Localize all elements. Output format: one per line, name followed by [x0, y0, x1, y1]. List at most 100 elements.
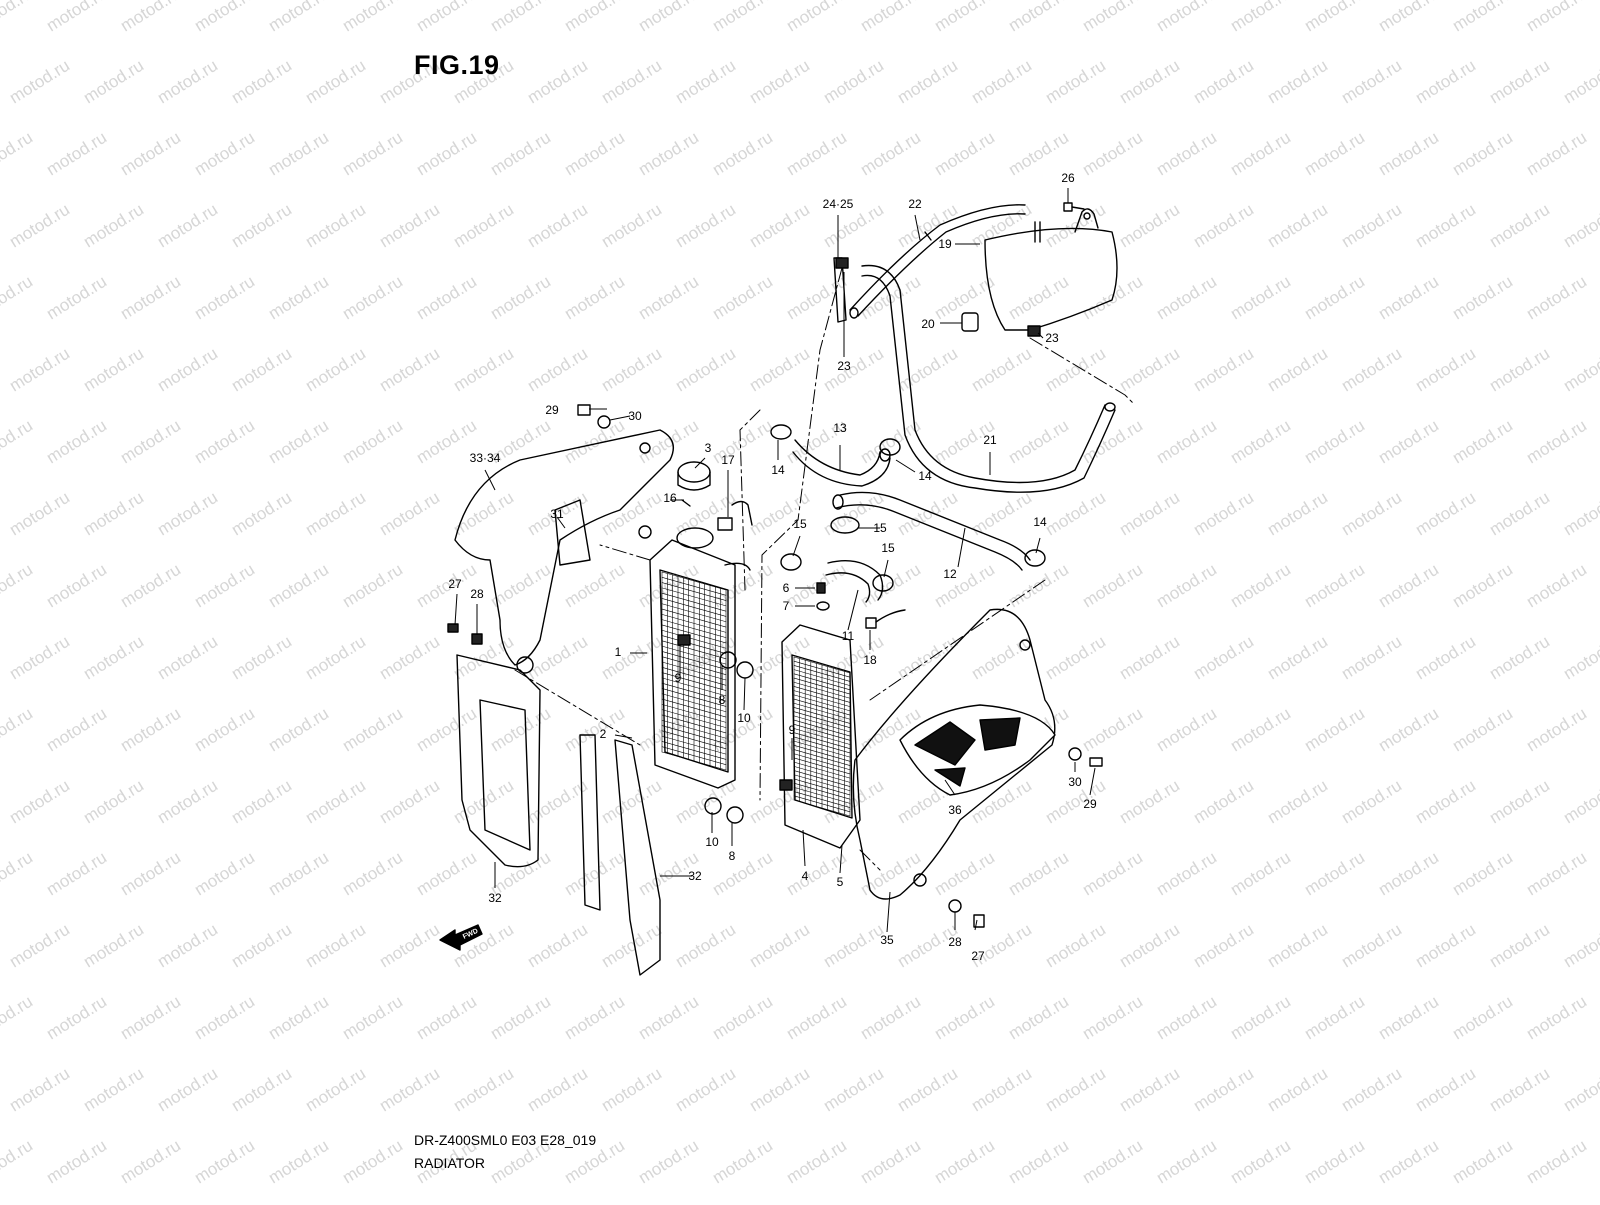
- watermark-text: motod.ru: [191, 992, 258, 1044]
- watermark-text: motod.ru: [191, 848, 258, 900]
- watermark-text: motod.ru: [1301, 416, 1368, 468]
- radiator-core-line: [793, 723, 851, 741]
- callout-c32b: 32: [688, 869, 702, 883]
- watermark-text: motod.ru: [894, 488, 961, 540]
- radiator-core-line: [661, 693, 727, 713]
- watermark-text: motod.ru: [228, 632, 295, 684]
- watermark-text: motod.ru: [376, 632, 443, 684]
- watermark-text: motod.ru: [1153, 272, 1220, 324]
- watermark-text: motod.ru: [1412, 632, 1479, 684]
- watermark-text: motod.ru: [154, 1064, 221, 1116]
- watermark-text: motod.ru: [43, 0, 110, 35]
- watermark-text: motod.ru: [339, 128, 406, 180]
- watermark-text: motod.ru: [43, 992, 110, 1044]
- radiator-core-line: [661, 598, 727, 617]
- watermark-text: motod.ru: [1079, 0, 1146, 35]
- watermark-text: motod.ru: [1116, 344, 1183, 396]
- watermark-text: motod.ru: [228, 488, 295, 540]
- watermark-text: motod.ru: [339, 1136, 406, 1188]
- watermark-text: motod.ru: [746, 1064, 813, 1116]
- watermark-text: motod.ru: [1116, 776, 1183, 828]
- watermark-text: motod.ru: [302, 344, 369, 396]
- watermark-text: motod.ru: [1116, 1064, 1183, 1116]
- watermark-text: motod.ru: [1301, 0, 1368, 35]
- radiator-core-line: [793, 673, 851, 691]
- clip-23-tank: [1027, 325, 1041, 337]
- radiator-core-line: [661, 741, 727, 760]
- watermark-text: motod.ru: [80, 488, 147, 540]
- radiator-core-line: [661, 592, 727, 612]
- watermark-text: motod.ru: [1338, 920, 1405, 972]
- watermark-text: motod.ru: [1375, 416, 1442, 468]
- watermark-text: motod.ru: [1005, 992, 1072, 1044]
- callout-c2: 2: [600, 727, 607, 741]
- shroud-right: [852, 608, 1056, 900]
- watermark-text: motod.ru: [672, 56, 739, 108]
- watermark-text: motod.ru: [117, 128, 184, 180]
- watermark-text: motod.ru: [487, 0, 554, 35]
- watermark-text: motod.ru: [413, 272, 480, 324]
- watermark-text: motod.ru: [561, 560, 628, 612]
- watermark-text: motod.ru: [191, 416, 258, 468]
- watermark-text: motod.ru: [783, 0, 850, 35]
- watermark-text: motod.ru: [80, 56, 147, 108]
- watermark-text: motod.ru: [1412, 776, 1479, 828]
- overflow-hose-22: [849, 204, 1026, 319]
- watermark-text: motod.ru: [598, 776, 665, 828]
- radiator-guard-left: [456, 654, 541, 868]
- watermark-text: motod.ru: [6, 1064, 73, 1116]
- watermark-text: motod.ru: [117, 0, 184, 35]
- radiator-core-line: [793, 791, 851, 808]
- radiator-core-line: [661, 645, 727, 665]
- watermark-text: motod.ru: [450, 200, 517, 252]
- watermark-text: motod.ru: [6, 776, 73, 828]
- screw-16: [681, 499, 691, 507]
- watermark-text: motod.ru: [561, 992, 628, 1044]
- watermark-text: motod.ru: [1560, 920, 1600, 972]
- radiator-core-line: [661, 640, 727, 660]
- watermark-text: motod.ru: [302, 632, 369, 684]
- radiator-core-line: [793, 774, 851, 792]
- watermark-text: motod.ru: [1301, 272, 1368, 324]
- callout-c11: 11: [842, 629, 855, 643]
- watermark-text: motod.ru: [6, 56, 73, 108]
- radiator-core-line: [661, 666, 727, 686]
- watermark-text: motod.ru: [117, 992, 184, 1044]
- radiator-core-line: [793, 728, 851, 745]
- callout-c27a: 27: [448, 577, 462, 591]
- watermark-text: motod.ru: [1523, 1136, 1590, 1188]
- watermark-text: motod.ru: [117, 1136, 184, 1188]
- watermark-text: motod.ru: [1523, 416, 1590, 468]
- callout-c13: 13: [833, 421, 847, 435]
- watermark-text: motod.ru: [117, 704, 184, 756]
- watermark-text: motod.ru: [0, 992, 36, 1044]
- radiator-core-line: [793, 740, 851, 758]
- watermark-text: motod.ru: [339, 992, 406, 1044]
- watermark-text: motod.ru: [1338, 776, 1405, 828]
- watermark-text: motod.ru: [450, 1064, 517, 1116]
- watermark-text: motod.ru: [376, 200, 443, 252]
- callout-c8b: 8: [729, 849, 736, 863]
- radiator-core-line: [661, 746, 727, 766]
- radiator-core-line: [661, 682, 727, 702]
- callout-c5: 5: [837, 875, 844, 889]
- radiator-core-line: [793, 782, 851, 800]
- watermark-text: motod.ru: [1338, 200, 1405, 252]
- watermark-text: motod.ru: [1486, 56, 1553, 108]
- watermark-text: motod.ru: [1153, 128, 1220, 180]
- watermark-text: motod.ru: [635, 416, 702, 468]
- callout-c3: 3: [705, 441, 712, 455]
- callout-c10a: 10: [737, 711, 751, 725]
- watermark-text: motod.ru: [1005, 0, 1072, 35]
- watermark-text: motod.ru: [1153, 416, 1220, 468]
- watermark-text: motod.ru: [1338, 344, 1405, 396]
- callout-c28b: 28: [948, 935, 962, 949]
- watermark-text: motod.ru: [1116, 632, 1183, 684]
- radiator-core-line: [793, 677, 851, 695]
- watermark-text: motod.ru: [561, 704, 628, 756]
- radiator-core-line: [661, 719, 727, 739]
- watermark-text: motod.ru: [1375, 272, 1442, 324]
- watermark-text: motod.ru: [1190, 200, 1257, 252]
- watermark-text: motod.ru: [265, 848, 332, 900]
- watermark-text: motod.ru: [154, 56, 221, 108]
